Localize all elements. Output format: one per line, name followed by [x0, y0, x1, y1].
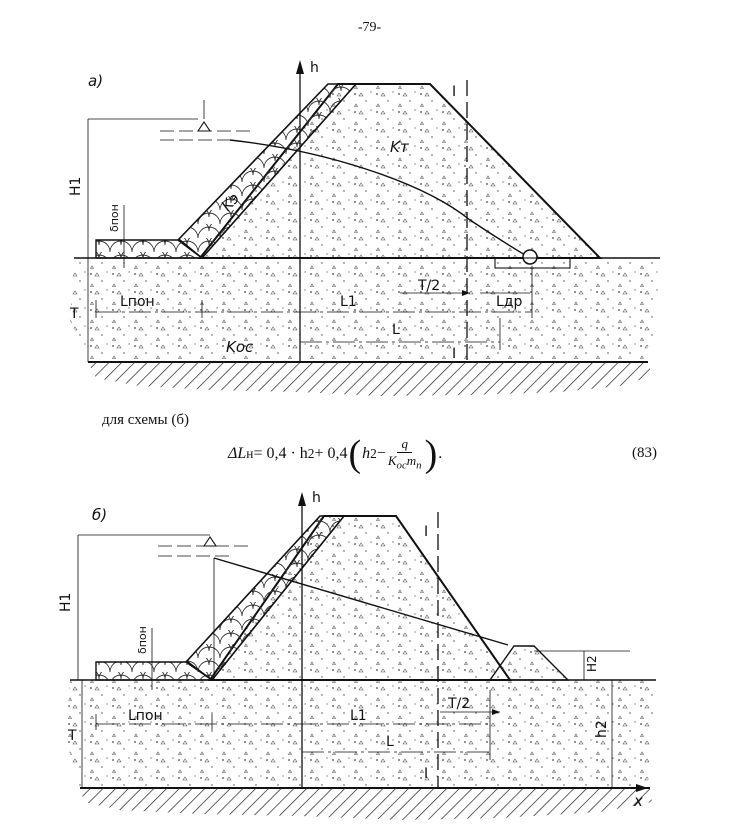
- h1-label-b: H1: [58, 593, 74, 612]
- diagram-a: а) h I I H1 δпон K: [68, 60, 660, 396]
- impervious-base-a: [88, 362, 652, 396]
- equation-number: (83): [632, 445, 657, 461]
- t2-label-b: T/2: [447, 696, 470, 712]
- lpon-label-a: Lпон: [120, 294, 155, 310]
- l-label-b: L: [386, 734, 394, 750]
- kos-label-a: Kос: [226, 338, 254, 356]
- h1-label-a: H1: [68, 177, 84, 196]
- formula-fraction: q Kосmп: [388, 436, 422, 472]
- toe-drain-b: [488, 645, 570, 681]
- panel-label-b: б): [92, 506, 107, 524]
- blanket-b: [95, 661, 215, 681]
- formula-inner-h: h: [362, 445, 371, 462]
- section-label-b-bottom: I: [424, 766, 428, 782]
- formula-plus: + 0,4: [314, 445, 348, 462]
- l1-label-b: L1: [350, 708, 367, 724]
- section-label-a: I: [452, 84, 456, 100]
- drain-a: [522, 249, 538, 265]
- t-label-a: T: [69, 306, 79, 322]
- axis-h-b: h: [312, 490, 321, 506]
- formula-lhs: ΔL: [228, 445, 247, 462]
- delta-label-a: δпон: [108, 204, 121, 232]
- ldr-label-a: Lдр: [496, 294, 522, 310]
- axis-x-b: x: [633, 792, 643, 810]
- foundation-a: [70, 258, 660, 362]
- formula-denominator: Kосmп: [387, 453, 422, 472]
- section-label-a-bottom: I: [452, 346, 456, 362]
- formula-lhs-sub: н: [246, 446, 254, 461]
- caption: для схемы (б): [102, 412, 189, 428]
- panel-label-a: а): [88, 72, 103, 90]
- formula-minus: −: [376, 445, 386, 462]
- depression-curve-a: [229, 139, 531, 259]
- foundation-b: [66, 680, 656, 788]
- l-label-a: L: [392, 322, 400, 338]
- t2-label-a: T/2: [417, 278, 440, 294]
- formula-eq: = 0,4 · h: [253, 445, 308, 462]
- depression-line-b: [213, 557, 509, 646]
- section-label-b: I: [424, 524, 428, 540]
- km-label-a: Kт: [390, 138, 410, 156]
- diagram-b: б) h I I H1 δпон: [58, 490, 656, 820]
- delta-label-b: δпон: [136, 626, 149, 654]
- l1-label-a: L1: [340, 294, 357, 310]
- h2-depth-label-b: h2: [594, 720, 610, 738]
- axis-h-a: h: [310, 60, 319, 76]
- page-number: -79-: [357, 20, 382, 35]
- t-label-b: T: [67, 728, 77, 744]
- lpon-label-b: Lпон: [128, 708, 163, 724]
- h2-label-b: H2: [585, 655, 599, 672]
- formula-h-sub: 2: [307, 446, 315, 461]
- blanket-a: [95, 239, 204, 259]
- impervious-base-b: [80, 788, 652, 820]
- formula-numerator: q: [397, 436, 412, 454]
- formula-inner-sub: 2: [370, 446, 377, 461]
